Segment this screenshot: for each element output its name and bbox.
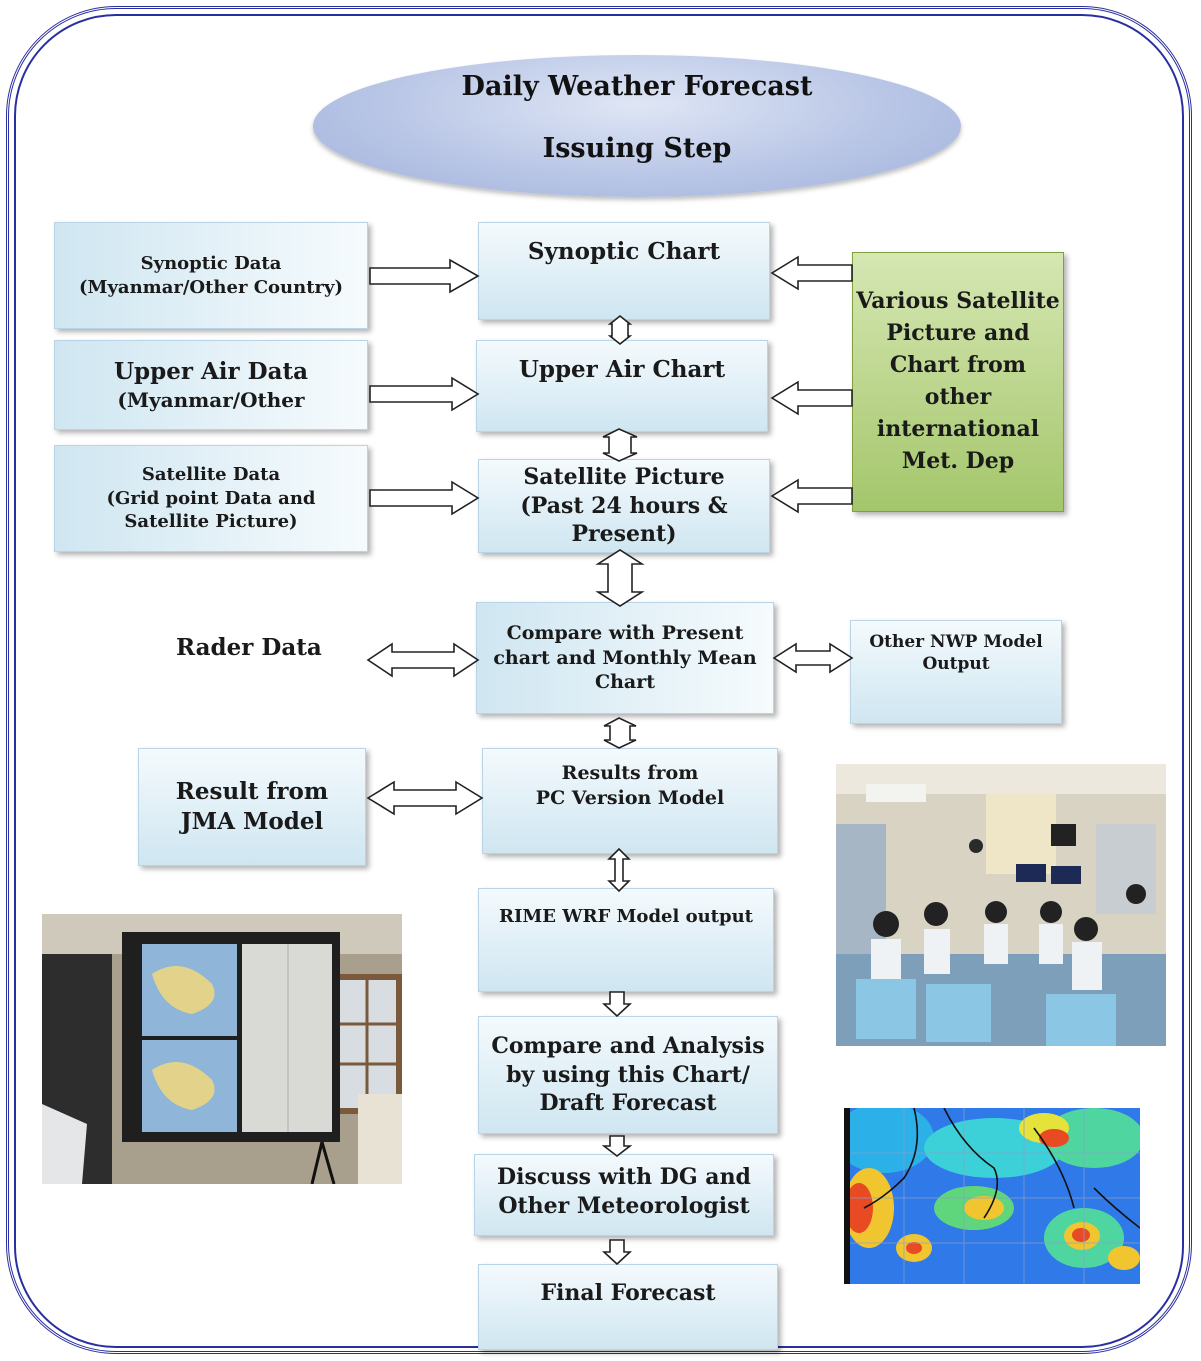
arrow-nwp-double	[772, 642, 854, 674]
title-line-1: Daily Weather Forecast	[461, 71, 813, 102]
arrow-synoptic-right	[369, 258, 480, 294]
satellite-charts-line-6: Met. Dep	[901, 447, 1015, 474]
arrow-v-2	[602, 428, 638, 462]
nwp-output-box: Other NWP Model Output	[850, 620, 1062, 724]
final-forecast-box: Final Forecast	[478, 1264, 778, 1350]
nwp-output-line-1: Other NWP Model	[869, 632, 1043, 652]
upper-air-data-line-2: (Myanmar/Other	[117, 387, 305, 412]
upper-air-chart-label: Upper Air Chart	[518, 356, 726, 383]
arrow-rader-double	[366, 642, 480, 678]
arrow-from-green-3	[770, 478, 853, 514]
discuss-line-2: Other Meteorologist	[498, 1192, 750, 1219]
arrow-satellite-right	[369, 480, 480, 516]
compare-analysis-line-1: Compare and Analysis	[491, 1033, 765, 1060]
title-line-2: Issuing Step	[542, 133, 732, 164]
satellite-data-line-3: Satellite Picture)	[124, 511, 298, 533]
synoptic-chart-label: Synoptic Chart	[527, 238, 721, 265]
satellite-charts-box: Various Satellite Picture and Chart from…	[852, 252, 1064, 512]
outer-frame	[6, 6, 1192, 1354]
nwp-output-line-2: Output	[922, 654, 990, 675]
photo-model-map	[844, 1108, 1140, 1284]
arrow-from-green-2	[770, 380, 853, 416]
pc-model-line-2: PC Version Model	[535, 786, 725, 809]
compare-analysis-box: Compare and Analysis by using this Chart…	[478, 1016, 778, 1134]
upper-air-chart-box: Upper Air Chart	[476, 340, 768, 432]
arrow-v-1	[607, 314, 633, 346]
final-forecast-label: Final Forecast	[540, 1280, 716, 1306]
compare-analysis-line-2: by using this Chart/	[506, 1061, 750, 1088]
satellite-charts-line-3: Chart from	[889, 352, 1027, 379]
discuss-line-1: Discuss with DG and	[497, 1164, 751, 1190]
satellite-picture-line-2: (Past 24 hours & Present)	[520, 492, 728, 548]
photo-forecast-room	[836, 764, 1166, 1046]
arrow-from-green-1	[770, 255, 853, 291]
satellite-charts-line-2: Picture and	[886, 320, 1030, 347]
upper-air-data-line-1: Upper Air Data	[113, 358, 309, 386]
arrow-down-1	[601, 991, 633, 1018]
title-ellipse: Daily Weather Forecast Issuing Step	[313, 55, 961, 197]
synoptic-data-line-2: (Myanmar/Other Country)	[79, 276, 343, 298]
satellite-data-line-1: Satellite Data	[141, 464, 281, 486]
arrow-jma-double	[366, 780, 484, 816]
arrow-upper-air-right	[369, 376, 480, 412]
rime-wrf-label: RIME WRF Model output	[499, 906, 753, 927]
rader-data-label: Rader Data	[176, 634, 322, 661]
compare-chart-line-1: Compare with Present	[506, 621, 744, 644]
pc-model-line-1: Results from	[561, 762, 699, 784]
satellite-data-line-2: (Grid point Data and	[106, 487, 316, 509]
rime-wrf-box: RIME WRF Model output	[478, 888, 774, 992]
jma-model-line-2: JMA Model	[180, 808, 324, 835]
satellite-picture-line-1: Satellite Picture	[523, 464, 725, 491]
photo-weather-map-board	[42, 914, 402, 1184]
compare-chart-line-3: Chart	[594, 671, 656, 694]
satellite-charts-line-5: international	[876, 415, 1040, 442]
arrow-down-2	[601, 1135, 633, 1158]
arrow-v-5	[607, 847, 631, 893]
synoptic-data-box: Synoptic Data (Myanmar/Other Country)	[54, 222, 368, 329]
satellite-charts-line-4: other	[924, 384, 992, 410]
upper-air-data-box: Upper Air Data (Myanmar/Other	[54, 340, 368, 430]
synoptic-data-line-1: Synoptic Data	[140, 253, 282, 275]
jma-model-box: Result from JMA Model	[138, 748, 366, 866]
arrow-v-3	[595, 549, 645, 607]
compare-analysis-line-3: Draft Forecast	[539, 1090, 717, 1117]
jma-model-line-1: Result from	[175, 778, 329, 806]
arrow-down-3	[601, 1239, 633, 1266]
satellite-data-box: Satellite Data (Grid point Data and Sate…	[54, 445, 368, 552]
arrow-v-4	[603, 717, 637, 749]
compare-chart-line-2: chart and Monthly Mean	[493, 646, 757, 669]
discuss-box: Discuss with DG and Other Meteorologist	[474, 1154, 774, 1236]
satellite-charts-line-1: Various Satellite	[856, 288, 1060, 315]
pc-model-box: Results from PC Version Model	[482, 748, 778, 854]
